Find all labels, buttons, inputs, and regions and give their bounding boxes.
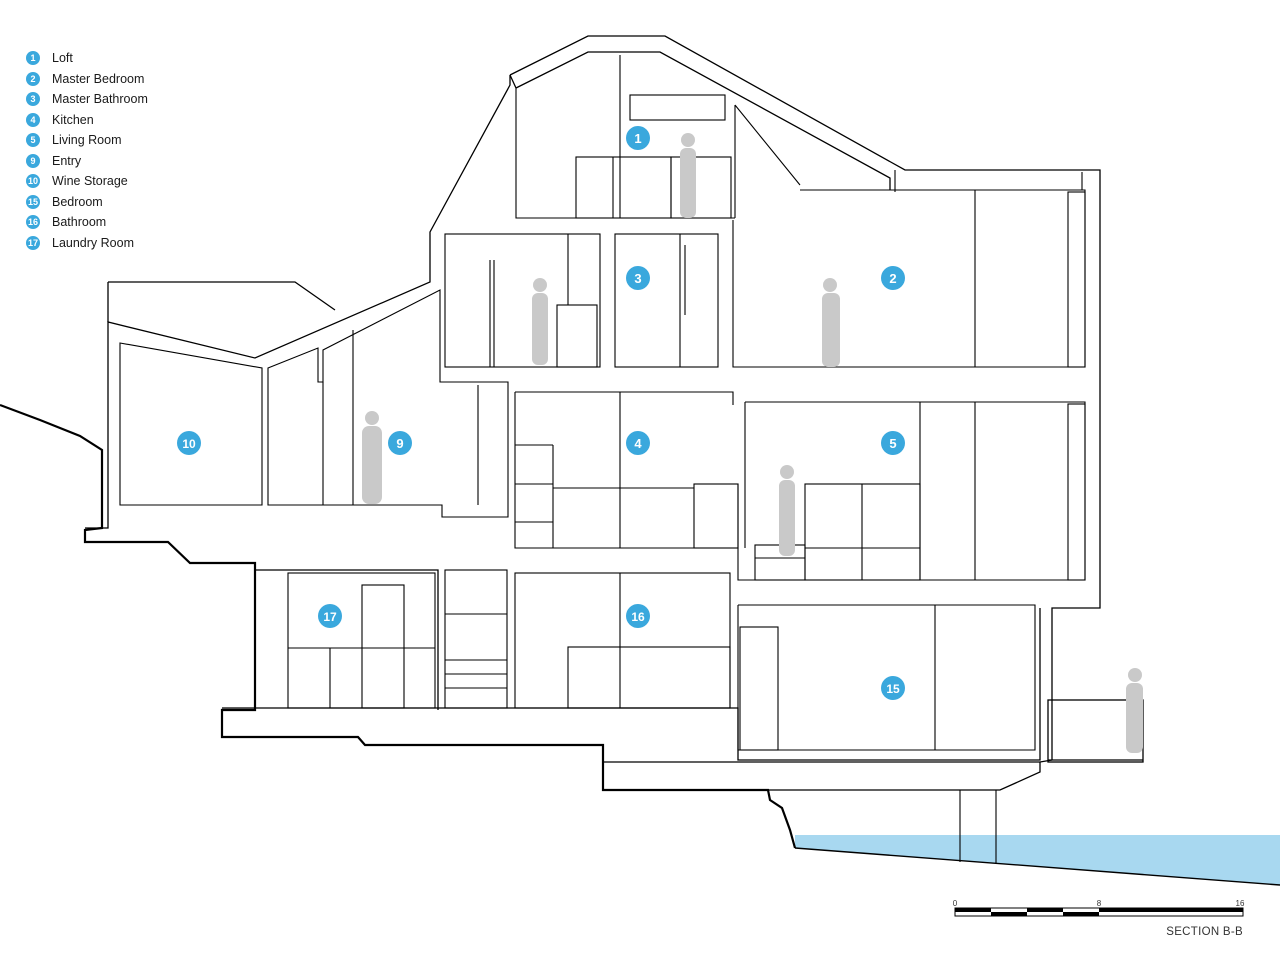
room-badge-15: 15	[881, 676, 905, 700]
svg-text:16: 16	[631, 610, 645, 624]
figure-entry	[362, 411, 382, 504]
legend-label: Living Room	[52, 133, 122, 148]
legend-item: 16 Bathroom	[26, 212, 148, 233]
legend-badge: 5	[26, 133, 40, 148]
legend-label: Master Bedroom	[52, 71, 145, 86]
room-badge-3: 3	[626, 266, 650, 290]
ground-line-right	[794, 847, 1280, 886]
svg-text:10: 10	[182, 437, 196, 451]
svg-text:9: 9	[396, 436, 403, 451]
legend: 1 Loft 2 Master Bedroom 3 Master Bathroom 4…	[26, 48, 148, 253]
scale-label-0: 0	[952, 899, 958, 908]
room-badges: 1 2 3 4 5 9 10 15 16 17	[177, 126, 905, 700]
legend-item: 4 Kitchen	[26, 110, 148, 131]
legend-item: 1 Loft	[26, 48, 148, 69]
legend-badge: 1	[26, 51, 40, 66]
legend-label: Loft	[52, 51, 73, 66]
building-shell	[85, 35, 1144, 791]
drawing-title: SECTION B-B	[1166, 926, 1243, 938]
legend-item: 17 Laundry Room	[26, 233, 148, 254]
legend-label: Wine Storage	[52, 174, 128, 189]
room-badge-5: 5	[881, 431, 905, 455]
legend-badge: 17	[26, 235, 40, 250]
legend-item: 2 Master Bedroom	[26, 69, 148, 90]
legend-item: 10 Wine Storage	[26, 171, 148, 192]
legend-label: Entry	[52, 153, 82, 168]
figure-loft	[680, 133, 696, 218]
legend-badge: 15	[26, 194, 40, 209]
legend-item: 9 Entry	[26, 151, 148, 172]
room-badge-9: 9	[388, 431, 412, 455]
legend-badge: 4	[26, 112, 40, 127]
legend-badge: 10	[26, 174, 40, 189]
svg-text:17: 17	[323, 610, 337, 624]
svg-text:2: 2	[889, 271, 896, 286]
room-badge-16: 16	[626, 604, 650, 628]
scale-label-8: 8	[1096, 899, 1102, 908]
figure-bath	[532, 278, 548, 365]
ground-line-left	[0, 403, 797, 849]
legend-item: 3 Master Bathroom	[26, 89, 148, 110]
floor-slabs	[119, 55, 1086, 864]
room-badge-10: 10	[177, 431, 201, 455]
legend-label: Bedroom	[52, 194, 103, 209]
scale-bar	[954, 907, 1244, 917]
legend-label: Kitchen	[52, 112, 94, 127]
figure-bedroom	[822, 278, 840, 367]
room-badge-17: 17	[318, 604, 342, 628]
legend-item: 5 Living Room	[26, 130, 148, 151]
legend-item: 15 Bedroom	[26, 192, 148, 213]
legend-label: Master Bathroom	[52, 92, 148, 107]
svg-text:4: 4	[634, 436, 642, 451]
figure-deck	[1126, 668, 1143, 753]
figure-living	[779, 465, 795, 556]
svg-text:1: 1	[634, 131, 641, 146]
water-body	[795, 835, 1280, 885]
legend-badge: 16	[26, 215, 40, 230]
legend-badge: 2	[26, 71, 40, 86]
svg-text:15: 15	[886, 682, 900, 696]
room-badge-1: 1	[626, 126, 650, 150]
svg-text:3: 3	[634, 271, 641, 286]
legend-label: Laundry Room	[52, 235, 134, 250]
room-badge-4: 4	[626, 431, 650, 455]
legend-label: Bathroom	[52, 215, 107, 230]
svg-text:5: 5	[889, 436, 896, 451]
legend-badge: 9	[26, 153, 40, 168]
legend-badge: 3	[26, 92, 40, 107]
room-badge-2: 2	[881, 266, 905, 290]
scale-label-16: 16	[1235, 899, 1245, 908]
human-figures	[362, 133, 1143, 753]
